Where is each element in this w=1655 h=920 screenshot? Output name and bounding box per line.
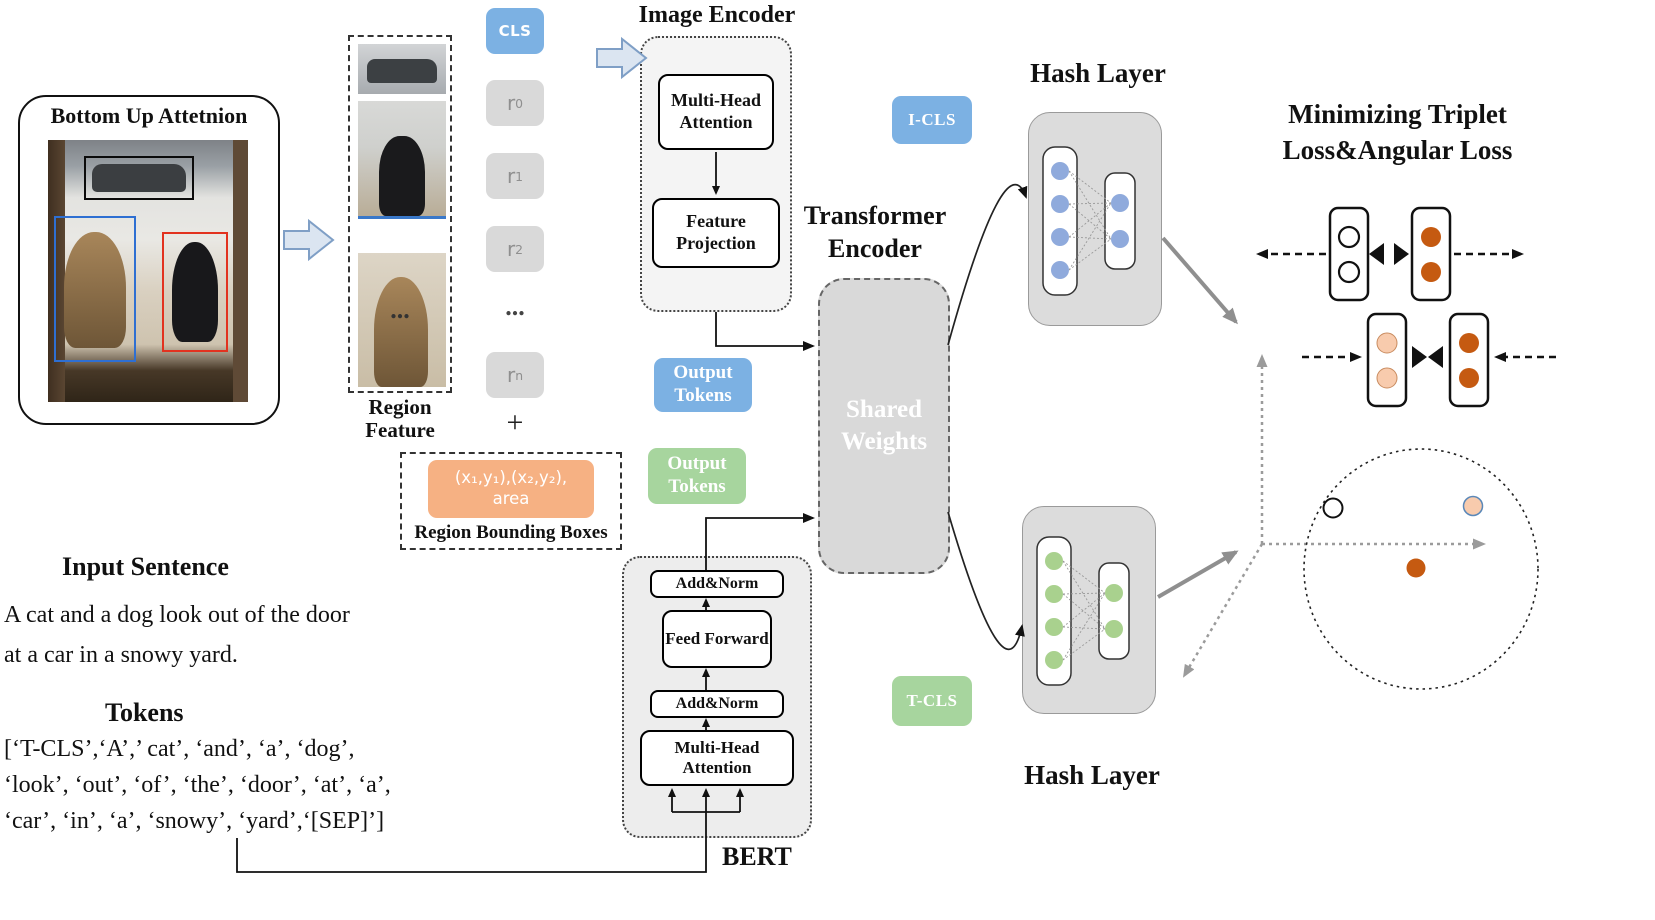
bbox-area-text: area — [492, 489, 530, 508]
output-tokens-text: Output Tokens — [648, 448, 746, 504]
bert-add-norm-top: Add&Norm — [650, 570, 784, 598]
embedded-point-positive — [1462, 495, 1484, 517]
solid-arrow-toward-left — [1428, 346, 1443, 368]
photo-doorframe-right — [233, 140, 248, 402]
t-cls-token: T-CLS — [892, 676, 972, 726]
embedded-point-negative — [1406, 558, 1426, 578]
transformer-encoder-title: Transformer Encoder — [803, 201, 947, 263]
bert-add-norm-bottom: Add&Norm — [650, 690, 784, 718]
arrow-image-encoder-to-transformer — [715, 312, 815, 351]
hash-layer-top-title: Hash Layer — [1030, 58, 1166, 88]
hash-layer-bottom-box — [1022, 506, 1156, 714]
hash-layer-bottom-title: Hash Layer — [1024, 760, 1160, 790]
anchor2-node-1 — [1459, 333, 1479, 353]
image-encoder-feature-projection: Feature Projection — [652, 198, 780, 268]
i-cls-token: I-CLS — [892, 96, 972, 144]
block-arrow-photo-to-regions — [283, 218, 335, 262]
axis-down-left — [1182, 543, 1264, 678]
hash-layer-top-box — [1028, 112, 1162, 326]
triplet-row-pull-together — [1302, 312, 1556, 408]
vector-box-negative — [1410, 206, 1452, 302]
gray-arrow-hash-bottom-to-space — [1157, 550, 1239, 599]
solid-arrow-toward-right — [1412, 346, 1427, 368]
crop-car-silhouette — [366, 59, 438, 83]
region-feature-label: Region Feature — [365, 395, 435, 443]
negative-node-1 — [1421, 227, 1441, 247]
positive-node-1 — [1376, 332, 1398, 354]
positive-node-2 — [1376, 367, 1398, 389]
region-feature-panel — [348, 35, 452, 393]
tokens-line3: ‘car’, ‘in’, ‘a’, ‘snowy’, ‘yard’,‘[SEP]… — [4, 808, 385, 834]
car-bounding-box — [84, 156, 194, 200]
region-crops-ellipsis: ... — [390, 295, 410, 324]
anchor2-node-2 — [1459, 368, 1479, 388]
input-sentence-title: Input Sentence — [62, 552, 229, 581]
anchor-node-1 — [1337, 225, 1361, 249]
arc-transformer-to-hash-bottom — [947, 511, 1025, 651]
photo-cat — [172, 242, 218, 342]
bert-title: BERT — [722, 842, 792, 871]
photo-doorframe-left — [48, 140, 65, 402]
image-encoder-title: Image Encoder — [638, 2, 796, 28]
tokens-line1: [‘T-CLS’,‘A’,’ cat’, ‘and’, ‘a’, ‘dog’, — [4, 736, 355, 762]
hash-layer-bottom-network — [1036, 536, 1130, 686]
output-tokens-image: Output Tokens — [654, 358, 752, 412]
loss-title: Minimizing Triplet Loss&Angular Loss — [1282, 99, 1513, 166]
region-bounding-boxes-label: Region Bounding Boxes — [414, 522, 608, 543]
bert-multi-head-attention: Multi-Head Attention — [640, 730, 794, 786]
hash-layer-top-network — [1042, 146, 1136, 296]
tokens-line2: ‘look’, ‘out’, ‘of’, ‘the’, ‘door’, ‘at’… — [4, 772, 391, 798]
tokens-title: Tokens — [105, 698, 184, 727]
transformer-encoder-box: Shared Weights — [818, 278, 950, 574]
photo-car — [92, 164, 186, 192]
embedding-axes — [1182, 354, 1486, 678]
crop-cat-silhouette — [379, 135, 425, 216]
region-crop-cat — [358, 101, 446, 219]
triplet-row-push-apart — [1256, 206, 1524, 302]
hash-top-connections — [1068, 170, 1112, 271]
anchor-node-2 — [1337, 260, 1361, 284]
bottom-up-attention-title: Bottom Up Attetnion — [50, 103, 248, 128]
cat-bounding-box — [162, 232, 228, 352]
solid-arrow-left — [1369, 243, 1384, 265]
photo-dog — [64, 232, 126, 348]
vector-box-positive — [1366, 312, 1408, 408]
solid-arrow-right — [1394, 243, 1409, 265]
scene-photo — [48, 140, 248, 402]
region-crop-car — [358, 44, 446, 94]
vector-box-anchor — [1328, 206, 1370, 302]
hash-bottom-nodes — [1045, 552, 1123, 669]
token-column-ellipsis: ... — [505, 292, 525, 321]
gray-arrow-hash-top-to-space — [1161, 236, 1238, 325]
region-crop-dog — [358, 253, 446, 387]
cls-token: CLS — [486, 8, 544, 54]
bbox-coordinates-chip: (x₁,y₁),(x₂,y₂), area — [428, 460, 594, 518]
hash-top-nodes — [1051, 162, 1129, 279]
bbox-coords-text: (x₁,y₁),(x₂,y₂), — [454, 468, 568, 488]
hash-bottom-connections — [1062, 560, 1106, 661]
image-encoder-multi-head-attention: Multi-Head Attention — [658, 74, 774, 150]
plus-symbol: + — [506, 406, 524, 439]
crop-dog-silhouette — [373, 277, 429, 387]
embedded-point-anchor — [1322, 497, 1344, 519]
negative-node-2 — [1421, 262, 1441, 282]
input-sentence-line1: A cat and a dog look out of the door — [4, 602, 350, 628]
bert-feed-forward: Feed Forward — [662, 610, 772, 668]
vector-box-anchor2 — [1448, 312, 1490, 408]
input-sentence-line2: at a car in a snowy yard. — [4, 642, 238, 668]
dog-bounding-box — [54, 216, 136, 362]
block-arrow-tokens-to-encoder — [596, 36, 648, 80]
hypersphere-circle — [1303, 448, 1539, 690]
shared-weights-label: Shared Weights — [840, 395, 928, 456]
cls-token-label: CLS — [498, 22, 532, 40]
